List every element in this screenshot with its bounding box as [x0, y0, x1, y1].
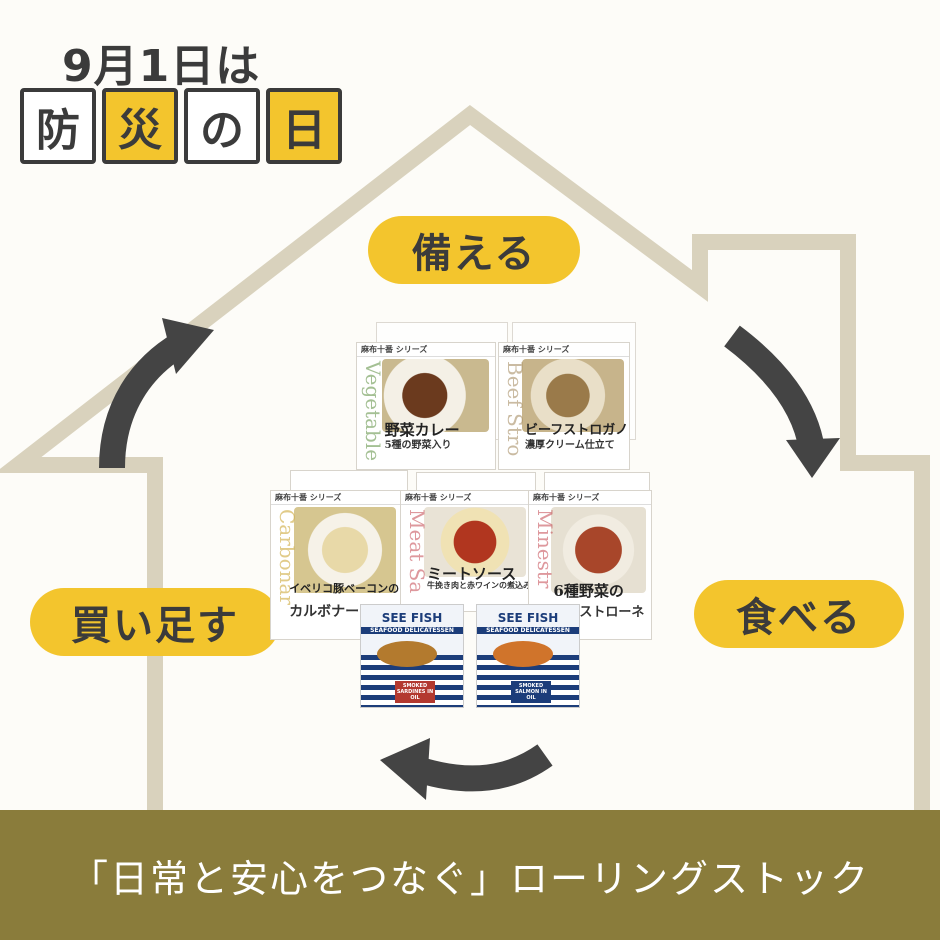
product-subtitle: カルボナーラ: [289, 603, 374, 620]
meatsauce-photo: [424, 507, 526, 577]
arrow-right-down-icon: [724, 325, 840, 478]
prepare-pill: 備える: [368, 216, 580, 284]
stroganoff-photo: [522, 359, 624, 433]
fish-icon: [493, 641, 553, 667]
product-salmon-tin: SEE FISH SEAFOOD DELICATESSEN SMOKED SAL…: [476, 604, 580, 708]
product-subtitle: 濃厚クリーム仕立て: [525, 440, 615, 452]
curry-photo: [381, 359, 490, 433]
series-label: 麻布十番 シリーズ: [499, 343, 629, 357]
product-curry: 麻布十番 シリーズ Vegetable 野菜カレー 5種の野菜入り: [356, 342, 496, 470]
vertical-title: Minestr: [533, 509, 557, 589]
product-name: ビーフストロガノフ: [525, 422, 630, 438]
series-label: 麻布十番 シリーズ: [401, 491, 531, 505]
carbonara-photo: [294, 507, 396, 593]
product-meatsauce: 麻布十番 シリーズ Meat Sa ミートソース 牛挽き肉と赤ワインの煮込み: [400, 490, 532, 612]
box-char-2: 災: [102, 88, 178, 164]
product-name: 6種野菜の: [553, 581, 624, 600]
fish-icon: [377, 641, 437, 667]
box-char-3: の: [184, 88, 260, 164]
vertical-title: Vegetable: [361, 361, 385, 462]
restock-pill: 買い足す: [30, 588, 280, 656]
product-name: ミートソース: [427, 565, 517, 583]
brand-logo: SEE FISH: [497, 611, 559, 625]
product-subtitle: 牛挽き肉と赤ワインの煮込み: [427, 579, 531, 590]
eat-pill: 食べる: [694, 580, 904, 648]
house-line: [0, 104, 930, 810]
date-title: 9月1日は: [62, 41, 261, 92]
product-stroganoff: 麻布十番 シリーズ Beef Stro ビーフストロガノフ 濃厚クリーム仕立て: [498, 342, 630, 470]
brand-logo: SEE FISH: [381, 611, 443, 625]
brand-sub: SEAFOOD DELICATESSEN: [477, 627, 579, 634]
minestrone-photo: [550, 507, 647, 593]
arrow-up-left-icon: [99, 318, 214, 469]
arrow-bottom-left-icon: [380, 738, 553, 800]
tin-label: SMOKED SARDINES IN OIL: [395, 681, 435, 703]
vertical-title: Beef Stro: [503, 361, 527, 457]
product-name: イベリコ豚ベーコンの: [289, 581, 400, 595]
footer-text: 「日常と安心をつなぐ」ローリングストック: [69, 856, 870, 901]
series-label: 麻布十番 シリーズ: [357, 343, 495, 357]
product-subtitle: 5種の野菜入り: [384, 440, 452, 452]
vertical-title: Carbonar: [275, 509, 299, 605]
footer-banner: 「日常と安心をつなぐ」ローリングストック: [0, 810, 940, 940]
vertical-title: Meat Sa: [405, 509, 429, 594]
box-char-4: 日: [266, 88, 342, 164]
box-char-1: 防: [20, 88, 96, 164]
series-label: 麻布十番 シリーズ: [529, 491, 651, 505]
series-label: 麻布十番 シリーズ: [271, 491, 401, 505]
brand-sub: SEAFOOD DELICATESSEN: [361, 627, 463, 634]
product-name: 野菜カレー: [384, 420, 460, 439]
tin-label: SMOKED SALMON IN OIL: [511, 681, 551, 703]
disaster-day-boxes: 防 災 の 日: [20, 88, 342, 164]
product-sardines-tin: SEE FISH SEAFOOD DELICATESSEN SMOKED SAR…: [360, 604, 464, 708]
